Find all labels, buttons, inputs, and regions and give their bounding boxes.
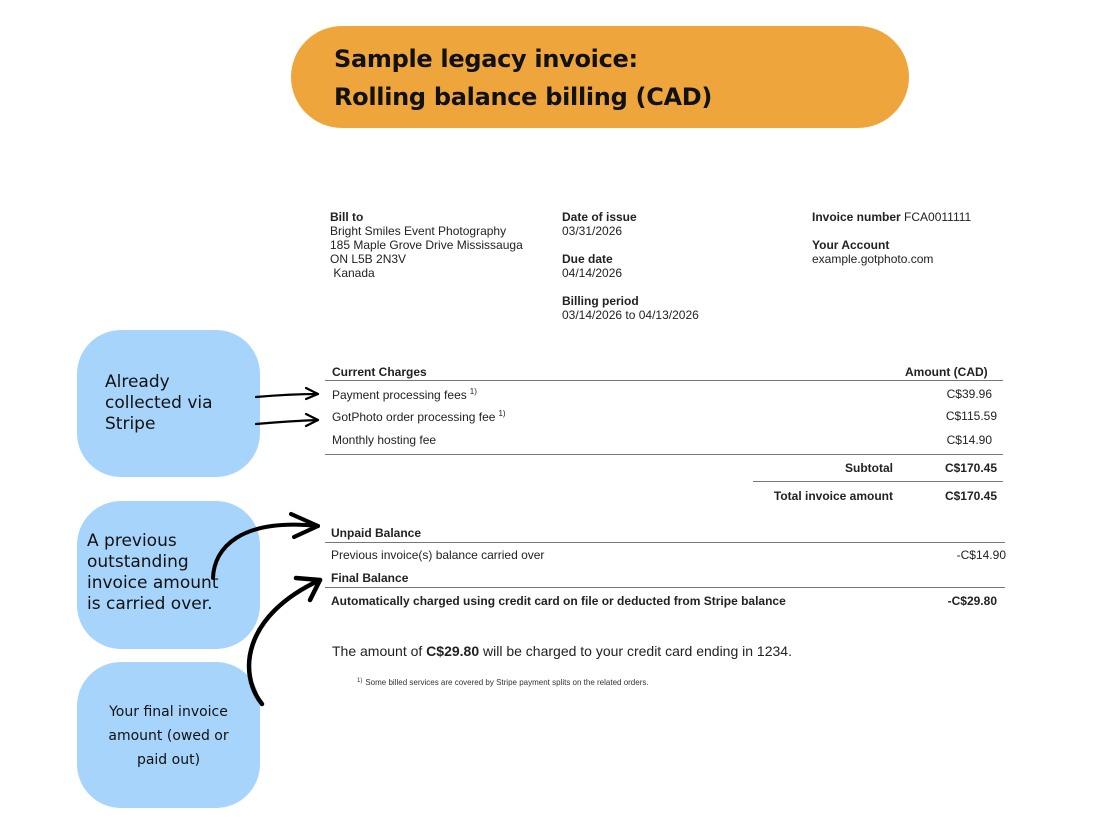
total-label: Total invoice amount [773,489,893,503]
carried-over-amount: -C$14.90 [956,548,1006,562]
charge-note-amount: C$29.80 [426,643,480,659]
arrow-to-order-fee-icon [254,412,320,428]
date-of-issue-label: Date of issue [562,210,637,224]
footnote-marker: 1) [469,387,477,396]
unpaid-balance-header: Unpaid Balance [331,526,422,540]
table-divider [325,454,1003,455]
charge-note-prefix: The amount of [332,643,427,659]
footnote-marker: 1) [498,409,506,418]
carried-over-description: Previous invoice(s) balance carried over [331,548,545,562]
customer-name: Bright Smiles Event Photography [330,224,507,238]
callout-already-collected: Already collected via Stripe [77,330,260,477]
charge-amount: C$14.90 [946,433,992,447]
billing-period-value: 03/14/2026 to 04/13/2026 [562,308,699,322]
due-date-value: 04/14/2026 [562,266,623,280]
customer-postal: ON L5B 2N3V [330,252,407,266]
charge-amount: C$115.59 [945,409,997,423]
bill-to-label: Bill to [330,210,364,224]
callout-text: paid out) [136,752,201,768]
charge-note: The amount of C$29.80 will be charged to… [332,643,792,659]
invoice-number-label: Invoice number [812,210,901,224]
final-balance-header: Final Balance [331,571,409,585]
account-label: Your Account [812,238,890,252]
dates-block: Date of issue 03/31/2026 Due date 04/14/… [562,210,699,322]
charge-description: Monthly hosting fee [332,433,437,447]
section-divider [325,587,1005,588]
due-date-label: Due date [562,252,613,266]
title-banner: Sample legacy invoice: Rolling balance b… [291,26,909,128]
footnote-text: Some billed services are covered by Stri… [365,678,649,687]
subtotal-divider [753,481,1003,482]
final-balance-amount: -C$29.80 [947,594,997,608]
invoice-number-value: FCA0011111 [904,210,972,224]
customer-country: Kanada [330,266,375,280]
callout-carried-over: A previous outstanding invoice amount is… [77,501,260,649]
subtotal-value: C$170.45 [944,461,997,475]
account-value: example.gotphoto.com [812,252,934,266]
date-of-issue-value: 03/31/2026 [562,224,623,238]
customer-street: 185 Maple Grove Drive Mississauga [330,238,523,252]
callout-text: is carried over. [87,594,213,614]
footnote: 1)Some billed services are covered by St… [357,678,649,687]
bill-to-block: Bill to Bright Smiles Event Photography … [330,210,523,280]
charge-description: GotPhoto order processing fee [332,410,496,424]
arrow-to-payment-fees-icon [254,386,320,401]
charge-amount: C$39.96 [946,387,992,401]
invoice-meta-block: Invoice number FCA0011111 Your Account e… [812,210,971,266]
callout-text: Already [105,372,170,392]
footnote-marker: 1) [357,678,363,684]
callout-text: amount (owed or [108,728,229,744]
callout-text: Your final invoice [109,704,228,720]
section-divider [325,542,1005,543]
charge-description: Payment processing fees [332,388,467,402]
charge-note-suffix: will be charged to your credit card endi… [479,643,792,659]
callout-text: outstanding [87,552,189,572]
total-value: C$170.45 [944,489,997,503]
amount-column-header: Amount (CAD) [905,365,988,379]
banner-title-line-1: Sample legacy invoice: [334,45,638,73]
callout-text: invoice amount [87,573,219,593]
current-charges-header: Current Charges [332,365,427,379]
banner-title-line-2: Rolling balance billing (CAD) [334,83,713,111]
billing-period-label: Billing period [562,294,639,308]
callout-text: collected via [105,393,213,413]
table-divider [325,380,1003,381]
final-balance-description: Automatically charged using credit card … [331,594,786,608]
callout-text: A previous [87,531,177,551]
subtotal-label: Subtotal [845,461,893,475]
callout-final-amount: Your final invoice amount (owed or paid … [77,662,260,808]
callout-text: Stripe [105,414,156,434]
